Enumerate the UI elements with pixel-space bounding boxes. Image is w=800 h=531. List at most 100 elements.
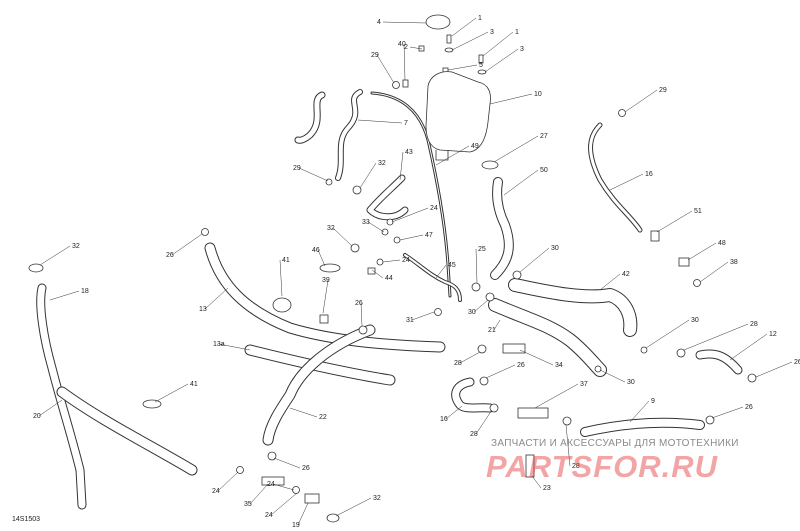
leader-line	[279, 259, 283, 297]
hose-12	[695, 349, 743, 375]
hose-7	[335, 89, 363, 181]
hose-43	[366, 174, 409, 221]
hose-45	[403, 253, 462, 302]
leader-line	[482, 31, 514, 57]
clamp-26-e	[705, 415, 715, 425]
leader-line	[565, 424, 571, 467]
leader-line	[272, 483, 295, 491]
leader-line	[357, 119, 403, 124]
hose-16-lower	[451, 377, 495, 413]
hose-20	[56, 386, 198, 476]
callout-24: 24	[430, 205, 438, 212]
hose-50	[490, 177, 514, 280]
leader-line	[298, 167, 329, 182]
leader-line	[332, 227, 353, 247]
clamp-26-a	[201, 228, 209, 236]
leader-line	[217, 471, 239, 492]
callout-34: 34	[555, 362, 563, 369]
callout-30: 30	[551, 245, 559, 252]
grommet-41-a	[272, 297, 292, 313]
callout-12: 12	[769, 331, 777, 338]
callout-16: 16	[440, 416, 448, 423]
callout-29: 29	[293, 165, 301, 172]
leader-line	[489, 93, 533, 105]
leader-line	[403, 43, 406, 81]
hose-9	[580, 417, 705, 437]
clamp-29-b	[618, 109, 626, 117]
reservoir-outlet	[435, 150, 449, 161]
leader-line	[451, 17, 477, 37]
leader-line	[534, 383, 579, 409]
leader-line	[645, 319, 690, 349]
leader-line	[411, 311, 435, 321]
clamp-28-a	[477, 344, 487, 354]
callout-24: 24	[402, 257, 410, 264]
callout-19: 19	[292, 522, 300, 529]
callout-16: 16	[645, 171, 653, 178]
washer-3-a	[444, 47, 454, 53]
callout-51: 51	[694, 208, 702, 215]
callout-41: 41	[190, 381, 198, 388]
leader-line	[629, 400, 650, 423]
callout-23: 23	[543, 485, 551, 492]
clamp-31	[434, 308, 442, 316]
clamp-24-c	[386, 218, 394, 226]
leader-line	[154, 383, 189, 403]
callout-26: 26	[745, 404, 753, 411]
clamp-26-b	[479, 376, 489, 386]
leader-line	[376, 54, 395, 84]
leader-line	[609, 173, 644, 191]
callout-4: 4	[377, 19, 381, 26]
callout-33: 33	[362, 219, 370, 226]
callout-26: 26	[355, 300, 363, 307]
leader-line	[435, 264, 447, 279]
leader-line	[49, 290, 80, 301]
hose-22	[262, 324, 376, 446]
clamp-29-c	[325, 178, 333, 186]
callout-9: 9	[651, 398, 655, 405]
clamp-28-d	[676, 348, 686, 358]
leader-line	[335, 497, 372, 517]
leader-line	[519, 349, 554, 366]
leader-line	[493, 135, 539, 163]
clamp-25	[471, 282, 481, 292]
callout-50: 50	[540, 167, 548, 174]
hose-16	[588, 122, 643, 233]
callout-38: 38	[730, 259, 738, 266]
leader-line	[367, 221, 385, 233]
leader-line	[531, 475, 542, 489]
leader-line	[317, 249, 326, 267]
clamp-32-b	[352, 185, 362, 195]
leader-line	[475, 409, 493, 435]
reservoir-10	[425, 71, 491, 153]
leader-line	[447, 64, 478, 71]
callout-28: 28	[454, 360, 462, 367]
leader-line	[599, 369, 626, 383]
clamp-30-c	[594, 365, 602, 373]
plug-38	[693, 279, 701, 287]
callout-2: 2	[404, 44, 408, 51]
leader-line	[599, 273, 621, 291]
clamp-26-d	[267, 451, 277, 461]
leader-line	[382, 21, 427, 24]
leader-line	[729, 333, 768, 361]
callout-35: 35	[244, 501, 252, 508]
callout-1: 1	[515, 29, 519, 36]
clamp-24-b	[292, 486, 300, 494]
leader-line	[359, 162, 377, 189]
callout-32: 32	[373, 495, 381, 502]
clamp-30-a	[485, 292, 495, 302]
callout-49: 49	[471, 143, 479, 150]
clamp-24-d	[376, 258, 384, 266]
leader-line	[624, 89, 658, 113]
tee-37	[517, 407, 549, 419]
callout-20: 20	[33, 413, 41, 420]
leader-line	[391, 207, 429, 223]
callout-46: 46	[312, 247, 320, 254]
leader-line	[519, 247, 550, 273]
callout-41: 41	[282, 257, 290, 264]
leader-line	[656, 210, 693, 233]
callout-45: 45	[448, 262, 456, 269]
leader-line	[473, 299, 489, 313]
